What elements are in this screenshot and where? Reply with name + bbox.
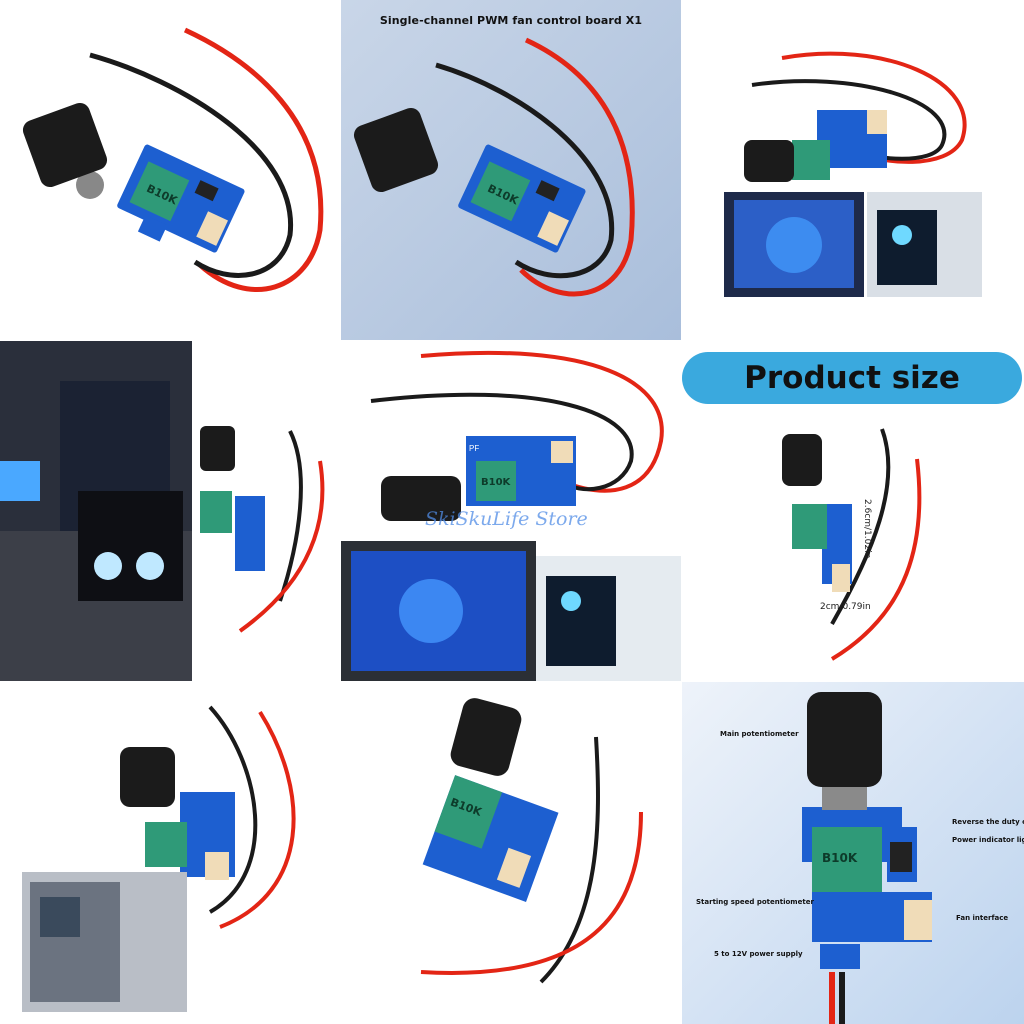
product-photo-4 <box>0 341 340 681</box>
caption-single-channel: Single-channel PWM fan control board X1 <box>379 14 643 27</box>
fan-controller-illustration <box>782 428 922 661</box>
product-photo-8: B10K <box>341 682 681 1024</box>
anno-power-supply: 5 to 12V power supply <box>714 950 803 958</box>
size-height: 2.6cm/1.02in <box>862 499 872 559</box>
fan-controller-illustration: B10K <box>420 698 643 984</box>
fan-controller-illustration <box>724 51 982 297</box>
pot-label: B10K <box>822 851 858 865</box>
product-photo-3 <box>682 0 1024 340</box>
board-mark: PF <box>469 444 479 453</box>
fan-controller-illustration <box>22 705 296 1012</box>
product-photo-9: B10K Main potentiometer Reverse the duty… <box>682 682 1024 1024</box>
anno-power-indicator: Power indicator light <box>952 836 1024 844</box>
product-photo-6: 2.6cm/1.02in 2cm/0.79in <box>682 404 1024 681</box>
product-photo-2: Single-channel PWM fan control board X1 … <box>341 0 681 340</box>
fan-controller-illustration: B10K <box>353 37 635 297</box>
anno-main-potentiometer: Main potentiometer <box>720 730 799 738</box>
store-watermark: SkiSkuLife Store <box>425 508 588 530</box>
fan-controller-illustration: B10K <box>802 692 932 1024</box>
anno-starting-speed: Starting speed potentiometer <box>696 898 814 906</box>
product-photo-1: B10K <box>0 0 340 340</box>
fan-controller-illustration: B10K PF <box>341 350 681 681</box>
size-width: 2cm/0.79in <box>820 602 871 612</box>
anno-reverse-duty-cycle: Reverse the duty cycle <box>952 818 1024 826</box>
product-size-banner: Product size <box>682 352 1022 404</box>
product-size-title: Product size <box>744 360 960 396</box>
anno-fan-interface: Fan interface <box>956 914 1009 922</box>
fan-controller-illustration <box>0 341 325 681</box>
pot-label: B10K <box>481 477 512 488</box>
product-photo-7 <box>0 682 340 1024</box>
fan-controller-illustration: B10K <box>22 27 324 292</box>
product-photo-5: B10K PF SkiSkuLife Store <box>341 341 681 681</box>
